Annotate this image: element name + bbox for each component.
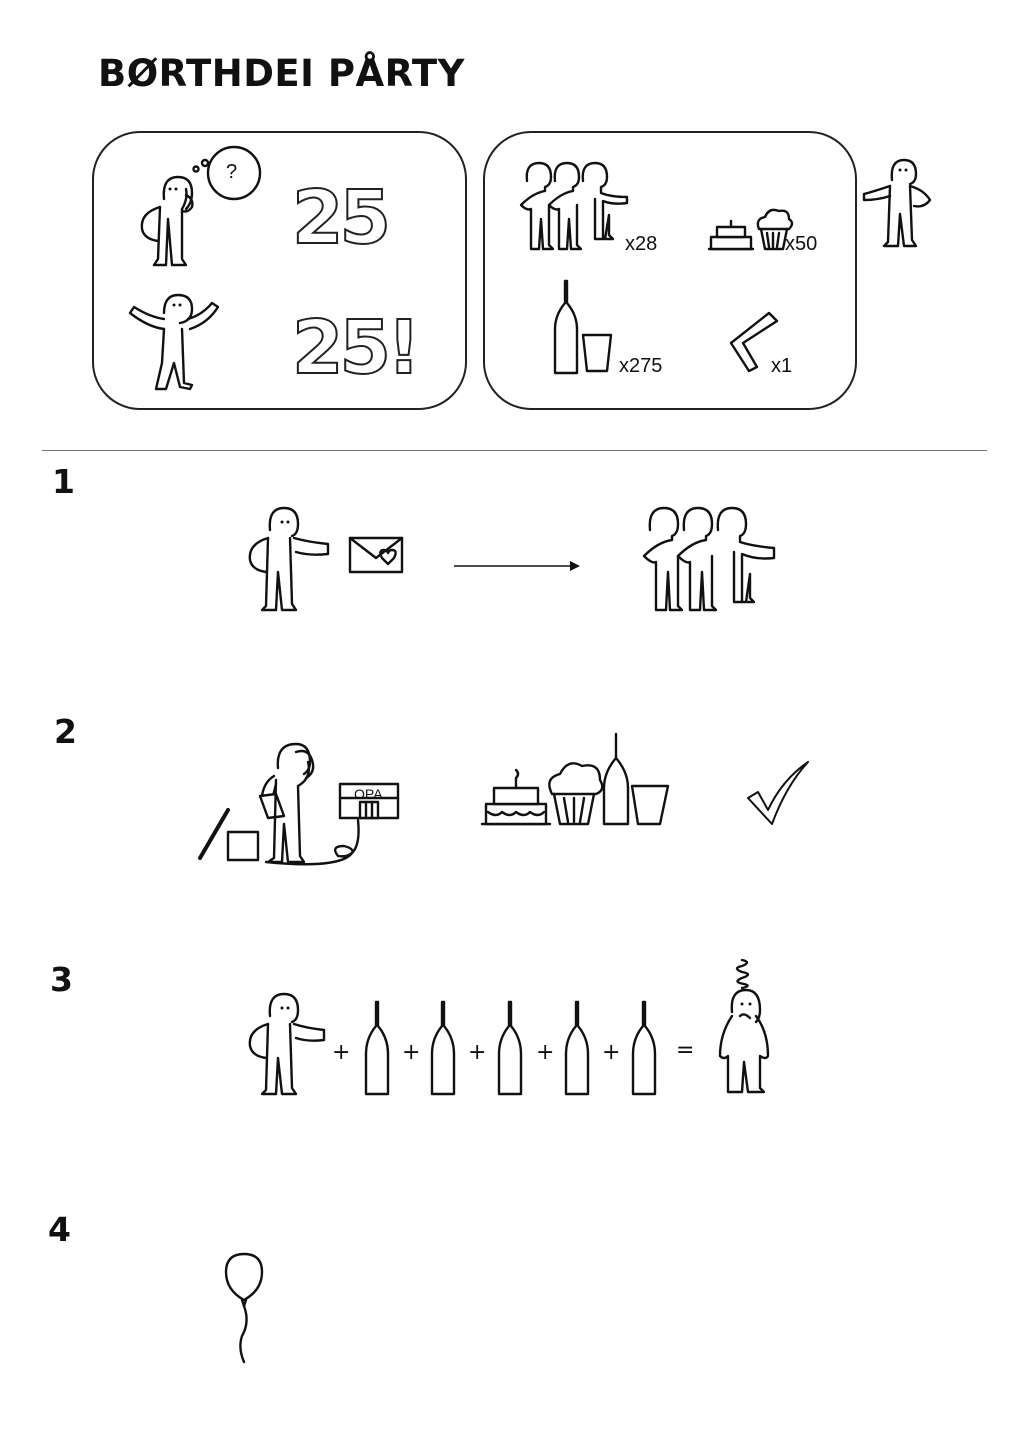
plus-sign: +	[602, 1040, 621, 1065]
love-letter-icon	[348, 536, 404, 574]
host-man-icon	[862, 158, 932, 248]
bottle-icon	[497, 1000, 523, 1096]
cakes-quantity: x50	[785, 233, 818, 255]
allen-key-icon	[729, 311, 779, 373]
plus-sign: +	[332, 1040, 351, 1065]
age-number-exclaimed: 25!	[291, 304, 422, 392]
tool-quantity: x1	[771, 355, 793, 377]
page-title: BØRTHDEI PÅRTY	[98, 52, 465, 95]
plus-sign: +	[402, 1040, 421, 1065]
bottle-icon	[564, 1000, 590, 1096]
bottle-icon	[631, 1000, 657, 1096]
materials-panel: x28 x50 x275 x1	[483, 131, 857, 410]
thinking-man-icon	[140, 145, 262, 267]
party-supplies-icon	[480, 732, 670, 826]
person-sending-invite-icon	[248, 506, 330, 612]
cake-and-cupcake-icon	[707, 208, 794, 251]
balloon-icon	[224, 1252, 264, 1364]
bottle-icon	[430, 1000, 456, 1096]
step-1-number: 1	[52, 462, 75, 501]
step-4-number: 4	[48, 1210, 71, 1249]
plus-sign: +	[536, 1040, 555, 1065]
guests-group-icon	[519, 161, 629, 251]
guests-arriving-icon	[642, 506, 776, 612]
person-calling-shop-icon	[198, 742, 400, 866]
step-3-number: 3	[50, 960, 73, 999]
cheering-man-icon	[128, 293, 220, 391]
guests-quantity: x28	[625, 233, 658, 255]
person-drinking-icon	[248, 992, 326, 1096]
equals-sign: =	[676, 1038, 695, 1063]
checkmark-icon	[747, 761, 809, 825]
step-2-number: 2	[54, 712, 77, 751]
shop-sign-text: OPA	[354, 786, 383, 802]
bottle-icon	[364, 1000, 390, 1096]
age-number: 25	[291, 174, 392, 262]
dizzy-person-icon	[718, 958, 770, 1094]
plus-sign: +	[468, 1040, 487, 1065]
drinks-quantity: x275	[619, 355, 663, 377]
section-divider	[42, 450, 987, 451]
requirements-panel: ? 25 25!	[92, 131, 467, 410]
arrow-right-icon	[454, 561, 580, 571]
thought-bubble-text: ?	[226, 161, 238, 183]
bottle-and-glass-icon	[553, 279, 613, 375]
